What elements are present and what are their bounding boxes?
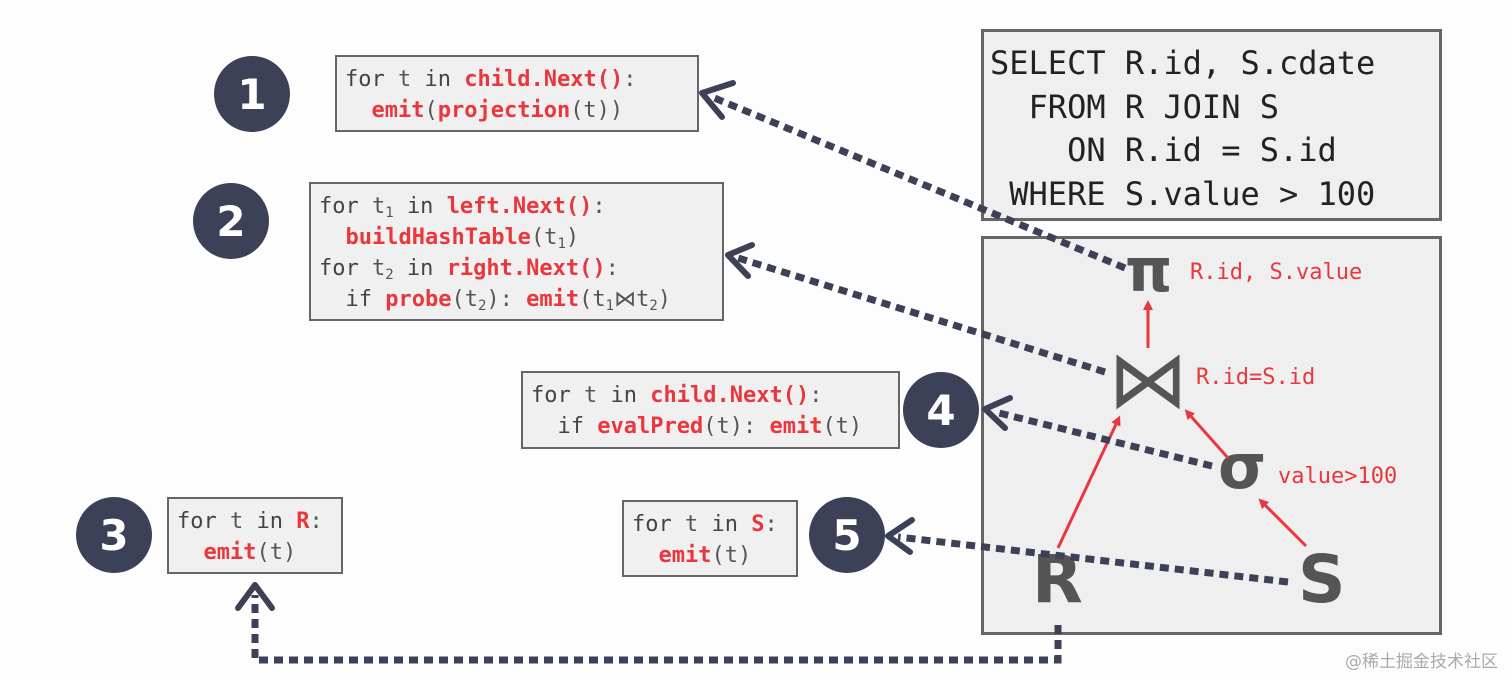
code-keyword: in — [256, 509, 284, 534]
code-arg: (t): — [703, 414, 757, 439]
code-keyword: for — [319, 256, 359, 281]
join-operator: ⋈ — [1108, 333, 1188, 426]
code-keyword: for — [177, 509, 217, 534]
code-box-selection: for t in child.Next(): if evalPred(t): e… — [521, 371, 900, 449]
step-badge-3: 3 — [76, 497, 152, 573]
code-punct: : — [605, 256, 619, 281]
code-source: S — [751, 512, 765, 537]
code-arg: (t — [579, 287, 606, 312]
sql-line-on: ON R.id = S.id — [990, 131, 1337, 169]
code-punct: ) — [565, 225, 580, 250]
code-arg: (t — [530, 225, 558, 250]
code-var: t — [398, 67, 412, 92]
sql-query-box: SELECT R.id, S.cdate FROM R JOIN S ON R.… — [981, 29, 1442, 221]
code-subscript: 1 — [385, 205, 394, 221]
code-keyword: in — [406, 194, 434, 219]
code-keyword: for — [531, 383, 571, 408]
code-var: t — [584, 383, 598, 408]
code-func: probe — [385, 287, 452, 312]
code-punct: : — [309, 509, 323, 534]
join-label: R.id=S.id — [1196, 365, 1316, 390]
code-source: R — [296, 509, 310, 534]
code-box-scan-r: for t in R: emit(t) — [167, 497, 343, 574]
code-box-hash-join: for t1 in left.Next(): buildHashTable(t1… — [309, 182, 724, 321]
arrow-selection-to-badge4 — [994, 408, 1213, 470]
code-keyword: if — [557, 414, 585, 439]
edge-selection-to-join — [1184, 409, 1230, 459]
code-emit: emit — [769, 414, 823, 439]
code-func: evalPred — [597, 414, 704, 439]
code-arg: t — [636, 287, 650, 312]
code-arg: (t) — [256, 540, 297, 565]
code-join-symbol: ⋈ — [614, 287, 637, 312]
code-source: left.Next() — [446, 194, 593, 219]
sql-line-from: FROM R JOIN S — [990, 87, 1279, 126]
code-punct: : — [809, 383, 823, 408]
code-punct: ) — [657, 287, 672, 312]
arrow-projection-to-code1 — [710, 93, 1127, 272]
code-keyword: for — [345, 67, 385, 92]
code-subscript: 1 — [605, 298, 615, 314]
projection-operator: π — [1125, 236, 1173, 306]
code-keyword: for — [632, 512, 672, 537]
code-keyword: in — [610, 383, 638, 408]
code-var: t — [372, 256, 386, 281]
code-arg: (t) — [822, 414, 863, 439]
code-keyword: in — [406, 256, 434, 281]
code-punct: ): — [486, 287, 513, 312]
arrowhead-code3 — [235, 582, 275, 611]
code-source: child.Next() — [650, 383, 810, 408]
sql-line-select: SELECT R.id, S.cdate — [990, 44, 1376, 82]
watermark: @稀土掘金技术社区 — [1345, 652, 1498, 672]
selection-operator: σ — [1218, 430, 1267, 503]
code-var: t — [230, 509, 244, 534]
sql-line-where: WHERE S.value > 100 — [990, 174, 1376, 213]
code-var: t — [685, 512, 699, 537]
edge-s-to-selection — [1258, 498, 1308, 548]
code-emit: emit — [658, 543, 712, 568]
code-keyword: in — [424, 67, 452, 92]
step-badge-5: 5 — [809, 497, 885, 573]
relation-s: S — [1298, 541, 1346, 618]
code-punct: : — [623, 67, 637, 92]
arrow-r-to-code3 — [251, 595, 1062, 664]
code-keyword: in — [711, 512, 739, 537]
projection-label: R.id, S.value — [1190, 260, 1363, 285]
code-emit: emit — [371, 98, 425, 123]
step-badge-2: 2 — [193, 183, 269, 259]
code-box-projection: for t in child.Next(): emit(projection(t… — [335, 55, 699, 132]
arrow-s-to-badge5 — [897, 533, 1289, 586]
code-subscript: 2 — [477, 298, 487, 314]
code-punct: : — [592, 194, 606, 219]
step-badge-4: 4 — [903, 372, 979, 448]
code-keyword: for — [319, 194, 359, 219]
code-subscript: 2 — [385, 267, 394, 283]
arrowhead-badge4 — [982, 395, 1013, 431]
code-func: projection — [437, 98, 571, 123]
query-plan-box — [981, 236, 1442, 635]
code-func: buildHashTable — [345, 225, 531, 250]
code-keyword: if — [345, 287, 373, 312]
arrowhead-code2 — [725, 242, 755, 279]
arrow-join-to-code2 — [736, 254, 1107, 376]
code-var: t — [372, 194, 386, 219]
code-punct: ( — [424, 98, 438, 123]
code-punct: : — [764, 512, 778, 537]
code-arg: (t)) — [570, 98, 624, 123]
arrowhead-badge5 — [885, 517, 915, 555]
code-source: child.Next() — [464, 67, 624, 92]
code-arg: (t) — [711, 543, 752, 568]
code-emit: emit — [203, 540, 257, 565]
code-arg: (t — [451, 287, 478, 312]
selection-label: value>100 — [1278, 464, 1398, 489]
code-emit: emit — [526, 287, 580, 312]
code-source: right.Next() — [446, 256, 606, 281]
step-badge-1: 1 — [214, 56, 290, 132]
arrowhead-code1 — [699, 80, 736, 120]
code-box-scan-s: for t in S: emit(t) — [622, 500, 798, 577]
code-subscript: 2 — [649, 298, 658, 314]
code-subscript: 1 — [557, 236, 566, 252]
